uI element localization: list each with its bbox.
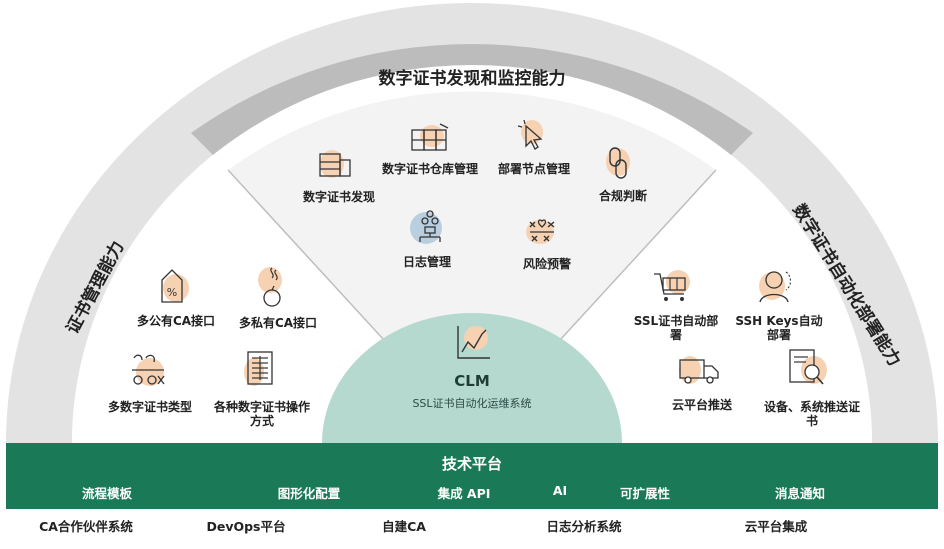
label-cloud-push: 云平台推送 (671, 398, 732, 412)
platform-item-extensibility: 可扩展性 (619, 486, 671, 501)
section-title-top: 数字证书发现和监控能力 (379, 68, 566, 89)
delivery-truck-icon (679, 356, 719, 384)
document-grid-icon (244, 351, 273, 386)
clm-subtitle: SSL证书自动化运维系统 (412, 397, 532, 410)
label-device-push: 设备、系统推送证书 (763, 400, 860, 428)
link-chain-icon (606, 147, 630, 179)
file-cabinets-icon (411, 123, 449, 151)
line-chart-icon (457, 326, 490, 359)
label-cert-operations: 各种数字证书操作方式 (213, 400, 310, 428)
top-wedge-panel (228, 91, 716, 340)
divider-right (559, 169, 717, 341)
shopping-cart-icon (654, 270, 690, 301)
platform-title: 技术平台 (441, 455, 502, 473)
price-tag-percent-icon: % (161, 269, 189, 303)
server-rack-icon (319, 150, 351, 178)
label-cert-repository: 数字证书仓库管理 (381, 162, 478, 176)
platform-item-process-template: 流程模板 (81, 486, 133, 501)
integration-devops: DevOps平台 (206, 519, 286, 534)
integration-ca-partner: CA合作伙伴系统 (39, 519, 133, 534)
platform-bar (6, 443, 938, 509)
integration-self-ca: 自建CA (382, 519, 426, 534)
label-public-ca: 多公有CA接口 (136, 314, 216, 328)
risk-symbols-icon (526, 219, 555, 244)
label-risk-warning: 风险预警 (522, 257, 571, 271)
top-ring-sector (191, 44, 753, 170)
platform-item-graphic-config: 图形化配置 (277, 486, 341, 501)
label-private-ca: 多私有CA接口 (238, 316, 318, 330)
label-ssh-auto-deploy: SSH Keys自动部署 (735, 314, 823, 342)
platform-item-api: 集成 API (437, 486, 491, 501)
hierarchy-tree-icon (410, 210, 442, 244)
label-deploy-node-mgmt: 部署节点管理 (497, 162, 570, 176)
label-compliance: 合规判断 (598, 189, 647, 203)
platform-item-notifications: 消息通知 (774, 486, 826, 501)
clm-title: CLM (454, 372, 490, 390)
divider-left (227, 169, 385, 341)
cursor-click-icon (517, 119, 543, 150)
apple-steam-icon (258, 267, 282, 307)
cert-types-icon (132, 354, 165, 386)
integration-cloud: 云平台集成 (744, 519, 808, 534)
person-profile-icon (759, 271, 792, 303)
document-search-icon (789, 349, 827, 385)
label-ssl-auto-deploy: SSL证书自动部署 (633, 314, 719, 342)
label-log-mgmt: 日志管理 (402, 255, 451, 269)
svg-text:%: % (167, 286, 177, 299)
platform-item-ai: AI (552, 483, 568, 498)
center-dome (322, 313, 622, 443)
label-cert-discovery: 数字证书发现 (302, 190, 375, 204)
label-cert-types: 多数字证书类型 (107, 400, 192, 414)
integration-log-analysis: 日志分析系统 (546, 519, 622, 534)
